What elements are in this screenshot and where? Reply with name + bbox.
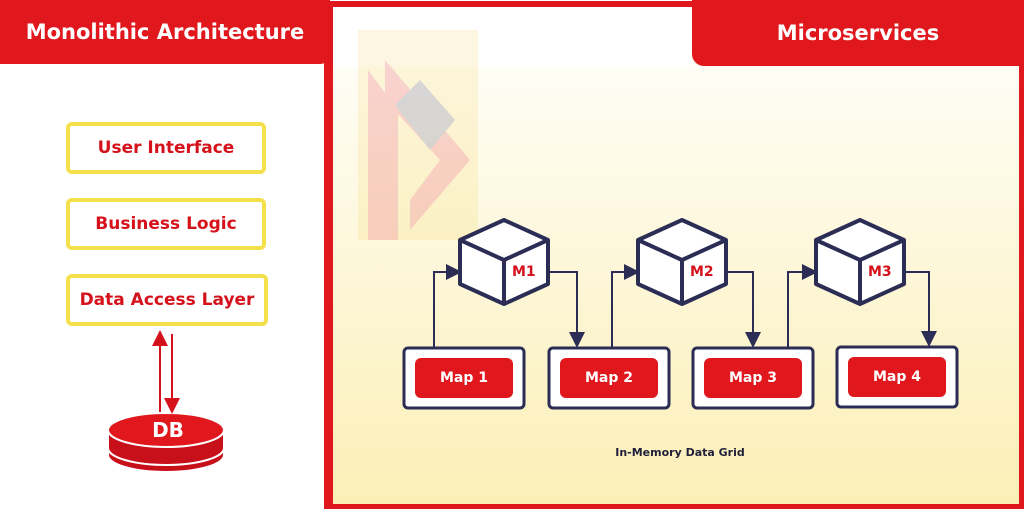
cube-icon	[636, 218, 728, 306]
flow-arrow	[787, 264, 818, 348]
map-label-2: Map 2	[584, 370, 633, 386]
map-box	[547, 346, 671, 410]
db-label: DB	[152, 418, 184, 442]
map-box	[402, 346, 526, 410]
layer-business-logic: Business Logic	[66, 198, 266, 250]
layer-data-access: Data Access Layer	[66, 274, 268, 326]
flow-arrow	[433, 264, 462, 348]
map-label-1: Map 1	[439, 370, 488, 386]
database-cylinder-icon	[107, 412, 225, 473]
data-grid-label: In-Memory Data Grid	[615, 446, 745, 459]
microservices-header: Microservices	[692, 0, 1024, 66]
panel-divider	[324, 60, 332, 509]
flow-arrow	[611, 264, 640, 348]
flow-arrow	[904, 271, 937, 347]
service-label-m1: M1	[512, 264, 536, 280]
cube-icon	[458, 218, 550, 306]
service-label-m3: M3	[868, 264, 892, 280]
cube-icon	[814, 218, 906, 306]
map-label-3: Map 3	[728, 370, 777, 386]
flow-arrow	[726, 271, 761, 348]
flow-arrow	[548, 271, 585, 348]
map-box	[691, 346, 815, 410]
map-box	[835, 345, 959, 409]
layer-user-interface: User Interface	[66, 122, 266, 174]
watermark-logo	[358, 30, 478, 240]
map-label-4: Map 4	[872, 369, 921, 385]
monolithic-header: Monolithic Architecture	[0, 0, 330, 64]
service-label-m2: M2	[690, 264, 714, 280]
